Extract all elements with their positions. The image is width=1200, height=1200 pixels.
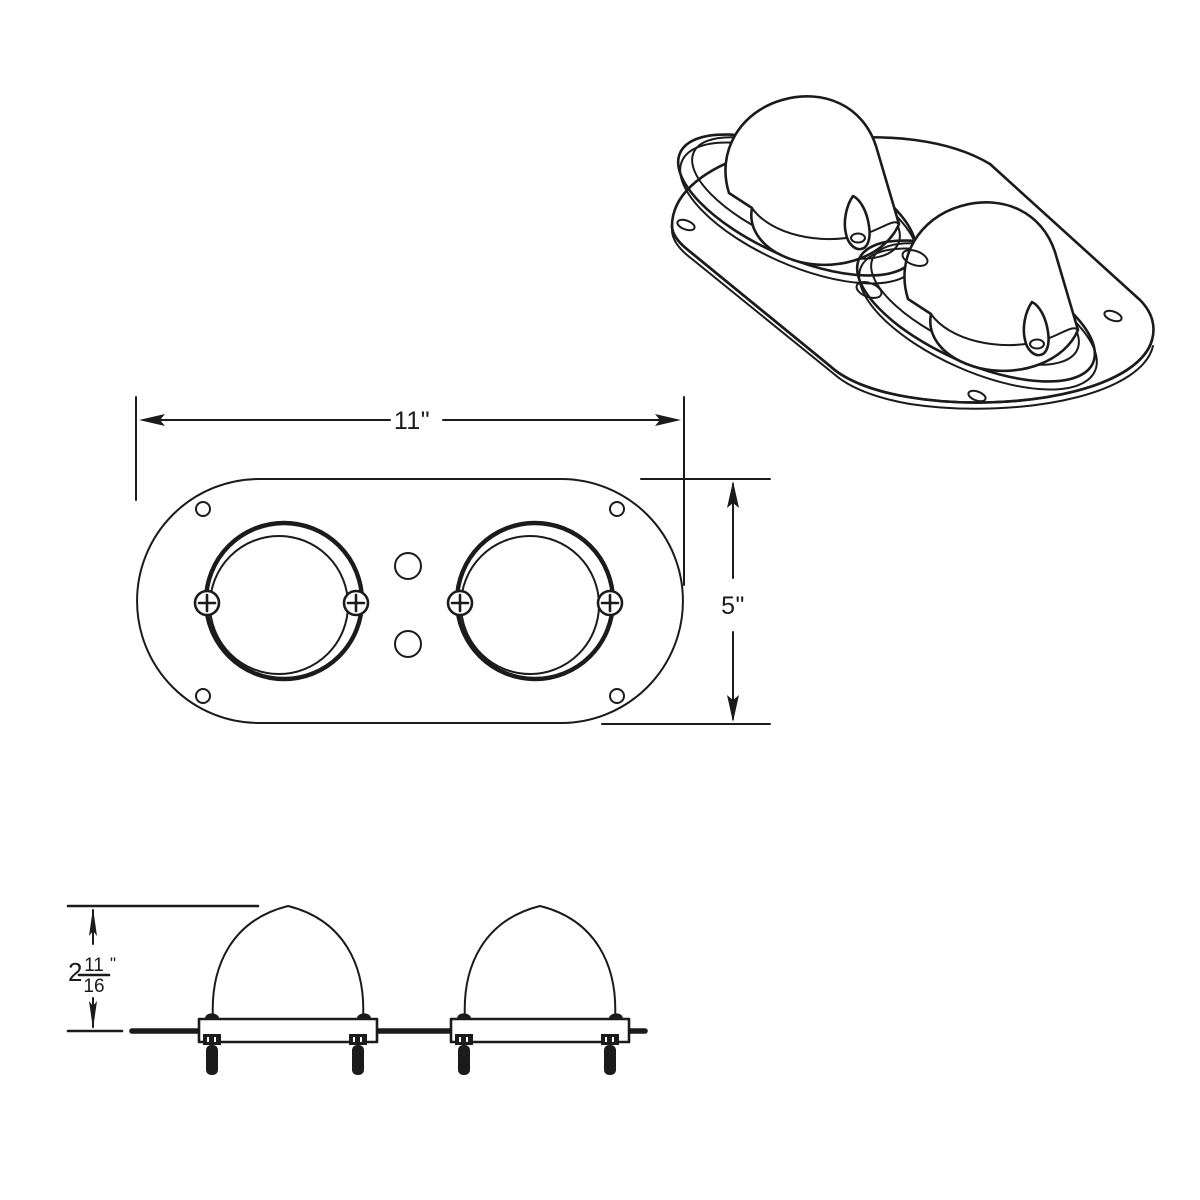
side-dome-profile-left [211, 905, 365, 1020]
iso-fin-screw-front [1029, 338, 1045, 350]
top-mounting-hole-top-left [195, 501, 211, 517]
dimension-label-width: 11" [394, 407, 430, 435]
iso-plate-bottom-outline [671, 229, 1154, 410]
stud-nut-slot-right-east-a [603, 1035, 609, 1044]
arrowhead-height-bottom [727, 695, 739, 722]
arrowhead-height-top [727, 481, 739, 508]
arrowhead-dome-bottom [89, 1001, 97, 1029]
top-bezel-outer-ring-left [203, 520, 365, 682]
top-mounting-hole-top-right [609, 501, 625, 517]
side-stud-left-west [203, 1034, 221, 1075]
top-mounting-hole-bottom-left [195, 688, 211, 704]
top-bezel-left [193, 520, 370, 682]
stud-nut-slot-right-west-a [457, 1035, 463, 1044]
stud-nut-slot-left-west-a [205, 1035, 211, 1044]
top-center-hole-upper [394, 552, 422, 580]
side-stud-right-west [455, 1034, 473, 1075]
stud-nut-slot-right-west-b [464, 1035, 470, 1044]
arrowhead-dome-top [89, 908, 97, 936]
iso-fin-screw-rear [850, 232, 866, 244]
iso-mounting-hole-right [1103, 309, 1123, 323]
arrowhead-width-right [655, 414, 681, 426]
side-base-plate-right [449, 1017, 631, 1044]
stud-shank-right-east [604, 1045, 616, 1075]
side-stud-left-east [349, 1034, 367, 1075]
dimension-dome-height: 2 11 16 " [68, 908, 116, 1029]
stud-shank-right-west [458, 1045, 470, 1075]
side-stud-right-east [601, 1034, 619, 1075]
stud-shank-left-west [206, 1045, 218, 1075]
top-bezel-outer-ring-right [454, 520, 616, 682]
stud-shank-left-east [352, 1045, 364, 1075]
side-base-plate-left [197, 1017, 379, 1044]
iso-mounting-hole-bottom [967, 389, 987, 403]
side-lens-seat-right-east [609, 1013, 623, 1019]
top-center-hole-lower [394, 630, 422, 658]
dimension-label-height: 5" [721, 592, 745, 620]
isometric-view [670, 95, 1155, 410]
iso-center-hole-upper [901, 249, 929, 267]
top-mounting-hole-bottom-right [609, 688, 625, 704]
stud-nut-slot-left-east-b [358, 1035, 364, 1044]
iso-dome-assembly-rear [676, 95, 919, 285]
iso-center-hole-lower [855, 281, 883, 299]
stud-nut-slot-left-west-b [212, 1035, 218, 1044]
side-light-left [197, 905, 379, 1075]
side-lens-seat-left-east [357, 1013, 371, 1019]
stud-nut-slot-left-east-a [351, 1035, 357, 1044]
stud-nut-slot-right-east-b [610, 1035, 616, 1044]
side-dome-profile-right [463, 905, 617, 1020]
side-lens-seat-right-west [457, 1013, 471, 1019]
side-view: 2 11 16 " [66, 904, 648, 1075]
dimension-label-dome-height: 2 11 16 " [68, 954, 116, 997]
side-light-right [449, 905, 631, 1075]
side-lens-seat-left-west [205, 1013, 219, 1019]
top-bezel-right [446, 520, 624, 682]
iso-dome-assembly-front [855, 201, 1098, 391]
fraction-inch-mark: " [110, 954, 116, 973]
fraction-whole-part: 2 [68, 957, 82, 987]
iso-plate-thickness-edge [670, 224, 1154, 404]
dimension-width-11in: 11" [139, 407, 681, 435]
top-view: 11" 5" [135, 396, 771, 725]
fraction-denominator: 16 [83, 976, 104, 997]
iso-plate-upper-flank [989, 163, 1141, 301]
arrowhead-width-left [139, 414, 165, 426]
fraction-numerator: 11 [84, 955, 104, 976]
dimension-height-5in: 5" [721, 481, 745, 722]
iso-mounting-hole-left [676, 218, 696, 232]
